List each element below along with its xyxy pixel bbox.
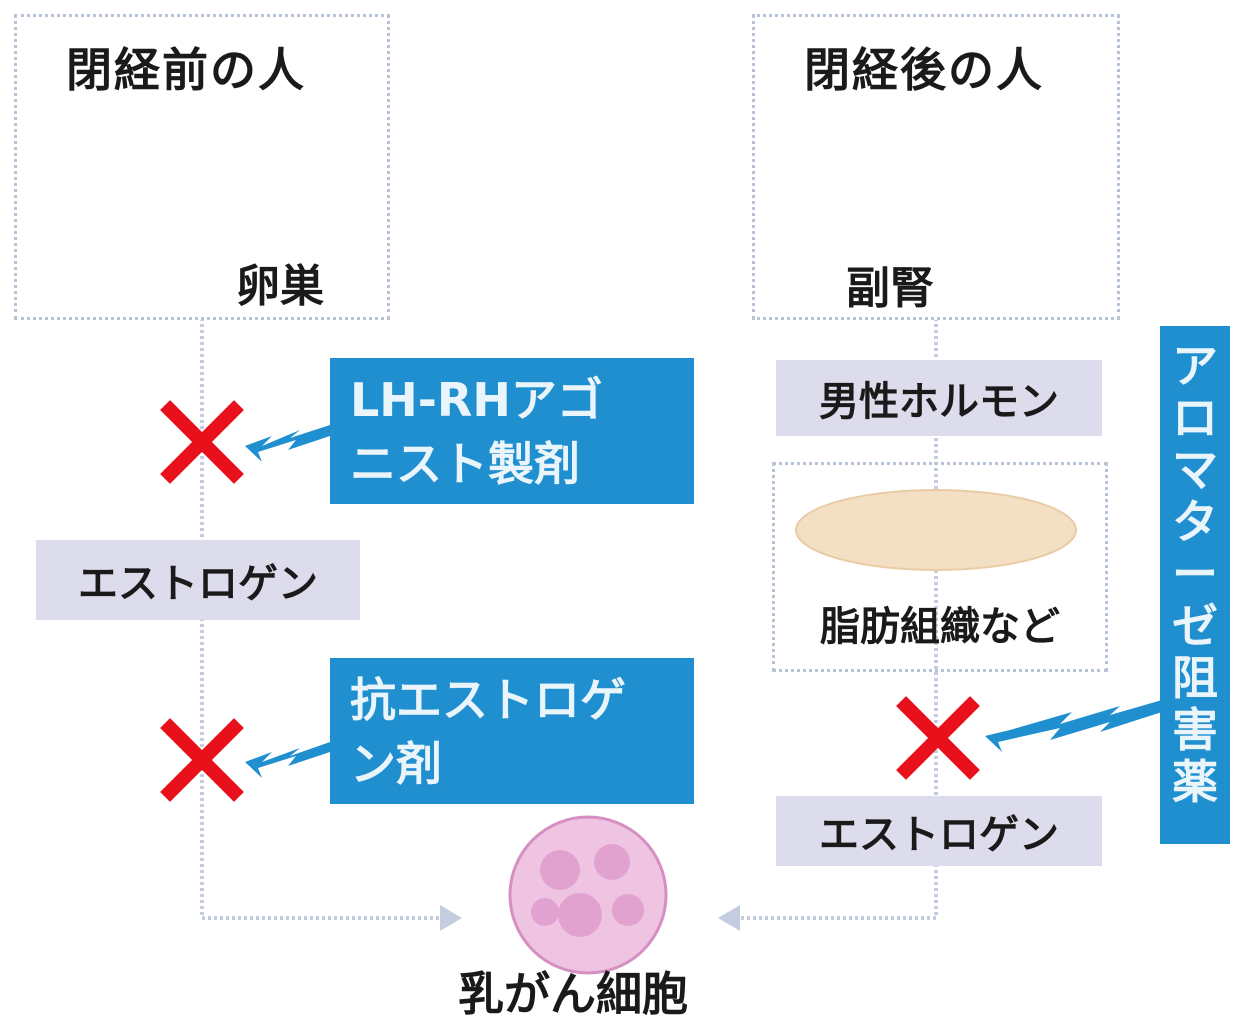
- aromatase-char: マ: [1172, 443, 1218, 497]
- male-hormone-box: 男性ホルモン: [776, 360, 1102, 436]
- aromatase-char: 阻: [1172, 651, 1218, 705]
- anti-estrogen-line2: ン剤: [350, 737, 442, 791]
- fat-tissue-label: 脂肪組織など: [820, 604, 1060, 650]
- lhrh-agonist-line2: ニスト製剤: [350, 437, 580, 491]
- cross-block-icon: [160, 718, 244, 802]
- aromatase-char: ゼ: [1172, 599, 1218, 653]
- aromatase-char: 害: [1172, 703, 1218, 757]
- ovary-label: 卵巣: [236, 261, 324, 312]
- estrogen-left-box: エストロゲン: [36, 540, 360, 620]
- adrenal-label: 副腎: [846, 263, 934, 314]
- aromatase-char: ロ: [1172, 391, 1218, 445]
- premenopausal-title: 閉経前の人: [66, 43, 306, 97]
- anti-estrogen-line1: 抗エストロゲ: [350, 673, 626, 727]
- cross-block-icon: [896, 696, 980, 780]
- anti-estrogen-box: 抗エストロゲ ン剤: [330, 658, 694, 804]
- cross-block-icon: [160, 400, 244, 484]
- aromatase-char: ー: [1172, 547, 1218, 601]
- postmenopausal-panel: [752, 14, 1120, 320]
- postmenopausal-title: 閉経後の人: [804, 43, 1044, 97]
- breast-cancer-cell-icon: [508, 815, 668, 975]
- aromatase-inhibitor-bar: ア ロ マ タ ー ゼ 阻 害 薬: [1160, 326, 1230, 844]
- lhrh-agonist-line1: LH-RHアゴ: [350, 373, 603, 427]
- aromatase-char: タ: [1172, 495, 1218, 549]
- fat-tissue-panel: [772, 462, 1108, 672]
- breast-cancer-cell-label: 乳がん細胞: [458, 967, 688, 1021]
- lightning-arrow-icon: [245, 742, 330, 778]
- premenopausal-panel: [14, 14, 390, 320]
- lightning-arrow-icon: [245, 425, 330, 462]
- fat-tissue-icon: [795, 489, 1077, 571]
- aromatase-char: ア: [1172, 339, 1218, 393]
- estrogen-right-box: エストロゲン: [776, 796, 1102, 866]
- lhrh-agonist-box: LH-RHアゴ ニスト製剤: [330, 358, 694, 504]
- aromatase-char: 薬: [1172, 755, 1218, 809]
- lightning-arrow-icon: [985, 700, 1162, 752]
